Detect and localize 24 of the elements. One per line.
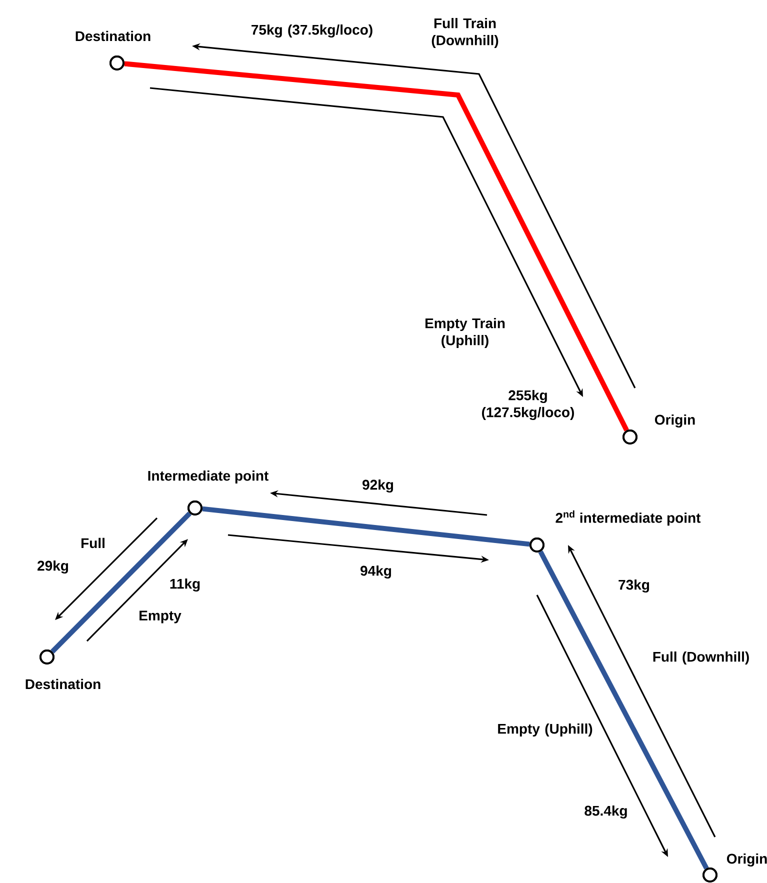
load-label: Full bbox=[82, 538, 104, 548]
load-label: Full Train (Downhill) bbox=[432, 18, 498, 48]
load-label: 255kg (127.5kg/loco) bbox=[482, 390, 574, 420]
station-label: Origin bbox=[654, 414, 695, 428]
load-label: Empty bbox=[140, 610, 182, 624]
track-line bbox=[124, 61, 629, 432]
track-line bbox=[50, 512, 192, 654]
load-label: Empty Train (Uphill) bbox=[425, 318, 505, 348]
station-label: 2$^{nd}$ intermediate point bbox=[556, 510, 701, 526]
load-label: 73kg bbox=[618, 579, 650, 593]
track-line bbox=[538, 550, 709, 870]
station-label: Origin bbox=[726, 853, 767, 867]
load-label: 94kg bbox=[360, 565, 392, 579]
station-label: Destination bbox=[26, 678, 100, 690]
load-label: 92kg bbox=[362, 479, 394, 493]
load-label: 29kg bbox=[38, 560, 68, 574]
station-label: Destination bbox=[76, 30, 150, 42]
station-label: Intermediate point bbox=[148, 470, 268, 484]
load-label: 11kg bbox=[170, 578, 200, 592]
load-label: 85.4kg bbox=[584, 805, 627, 819]
load-label: Empty (Uphill) bbox=[498, 723, 592, 737]
track-line bbox=[202, 506, 530, 547]
load-label: Full (Downhill) bbox=[653, 651, 749, 665]
load-label: 75kg (37.5kg/loco) bbox=[252, 24, 372, 38]
